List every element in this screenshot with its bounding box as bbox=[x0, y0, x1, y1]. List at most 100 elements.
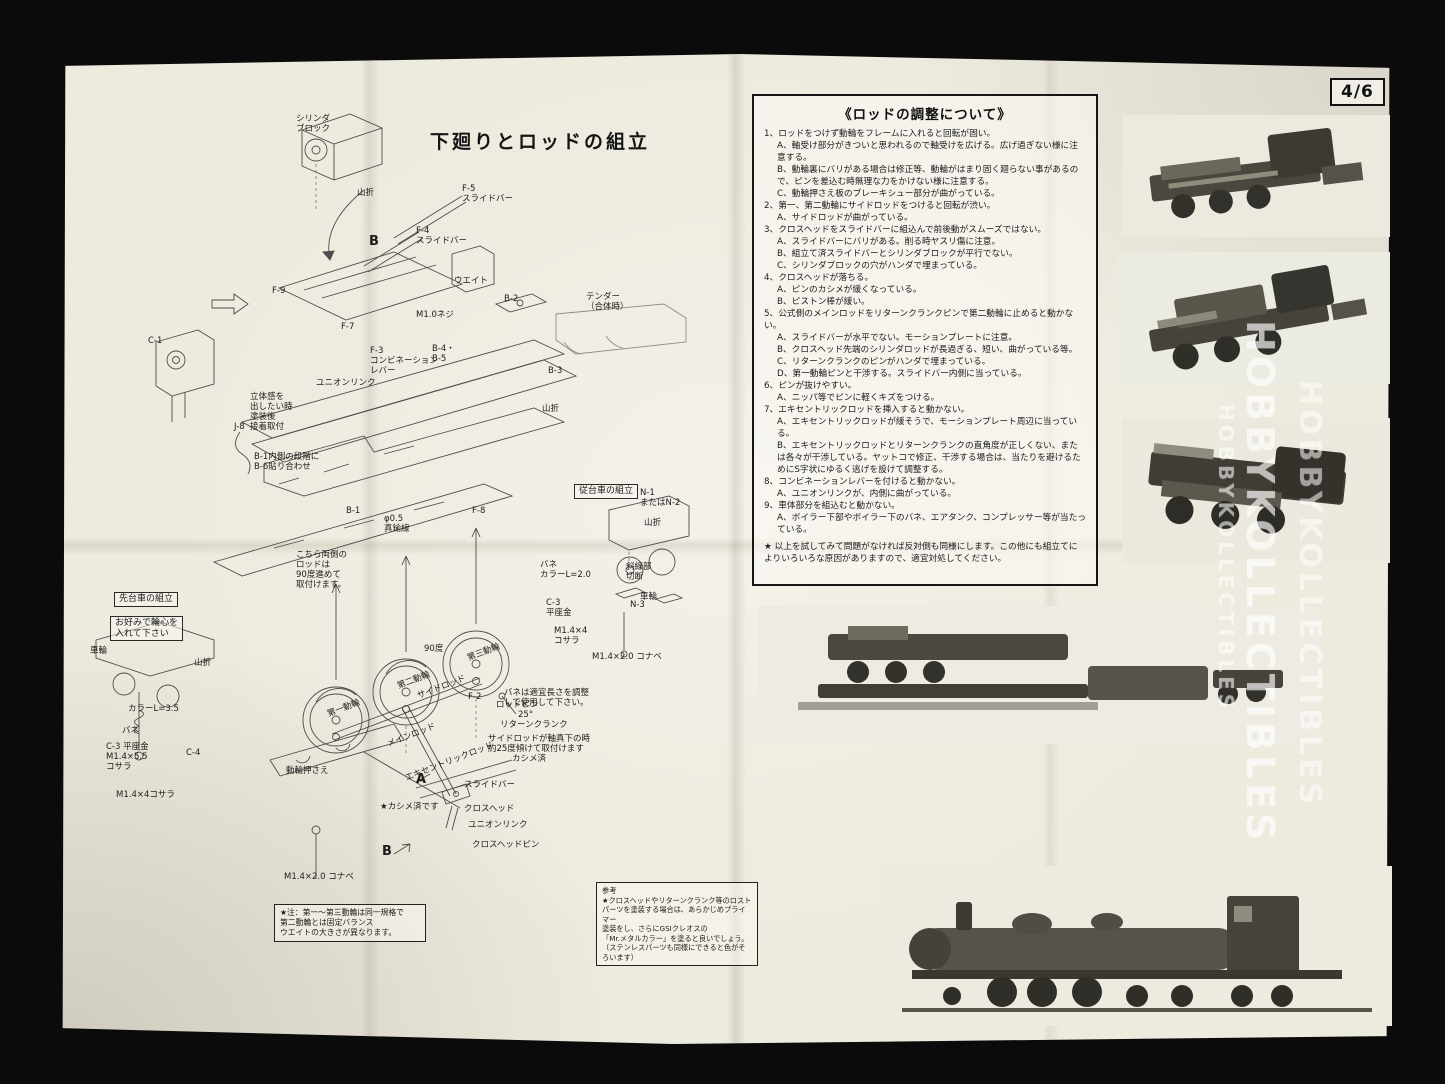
diagram-label: ウエイト bbox=[454, 276, 489, 286]
adjustment-line: A、スライドバーが水平でない。モーションプレートに注意。 bbox=[777, 333, 1018, 343]
diagram-label: B-1内側の段階に B-6貼り合わせ bbox=[254, 452, 320, 473]
diagram-label: N-3 bbox=[630, 600, 645, 610]
page-number: 4/6 bbox=[1330, 78, 1385, 106]
adjustment-line: B、ピストン棒が緩い。 bbox=[777, 297, 870, 307]
adjustment-line: 7、エキセントリックロッドを挿入すると動かない。 bbox=[764, 405, 970, 415]
diagram-label: クロスヘッド bbox=[464, 804, 515, 814]
diagram-label: サイドロッドが軸真下の時 約25度傾けて取付けます bbox=[488, 734, 591, 755]
diagram-label: B-4・ B-5 bbox=[432, 344, 455, 365]
diagram-label: M1.4×4コサラ bbox=[116, 790, 175, 800]
diagram-label: こちら両側の ロッドは 90度進めて 取付けます。 bbox=[296, 550, 348, 591]
diagram-label: バネ カラーL=2.0 bbox=[540, 560, 591, 581]
adjustment-line: A、ユニオンリンクが、内側に曲がっている。 bbox=[777, 489, 957, 499]
diagram-label: スライドバー bbox=[464, 780, 516, 790]
diagram-label: バネ bbox=[122, 726, 140, 736]
diagram-label: C-4 bbox=[186, 748, 201, 758]
photo-chassis-front-quarter bbox=[1122, 115, 1390, 237]
diagram-label: クロスヘッドピン bbox=[472, 840, 540, 850]
adjustment-line: B、エキセントリックロッドとリターンクランクの直角度が正しくない、または各々が干… bbox=[777, 441, 1081, 475]
diagram-label: 先台車の組立 bbox=[114, 592, 179, 607]
caution-note: ★注：第一〜第三動輪は同一規格で 第二動輪とは固定バランス ウエイトの大きさが異… bbox=[274, 904, 426, 943]
adjustment-line: 6、ピンが抜けやすい。 bbox=[764, 381, 857, 391]
diagram-label: 山折 bbox=[357, 188, 375, 198]
diagram-label: F-8 bbox=[472, 506, 486, 516]
diagram-label: 90度 bbox=[424, 644, 444, 654]
diagram-label: B-1 bbox=[346, 506, 361, 516]
diagram-label: F-5 スライドバー bbox=[462, 184, 514, 205]
diagram-label: 従台車の組立 bbox=[574, 484, 639, 499]
diagram-label: B bbox=[369, 234, 379, 249]
adjustment-line: A、軸受け部分がきついと思われるので軸受けを広げる。広げ過ぎない様に注意する。 bbox=[777, 141, 1078, 163]
adjustment-line: C、リターンクランクのピンがハンダで埋まっている。 bbox=[777, 357, 991, 367]
adjustment-line: B、動輪裏にバリがある場合は修正等、動輪がはまり固く廻らない事があるので、ピンを… bbox=[777, 165, 1079, 187]
diagram-label: ユニオンリンク bbox=[468, 820, 528, 830]
diagram-label: 山折 bbox=[194, 658, 212, 668]
adjustment-line: 9、車体部分を組込むと動かない。 bbox=[764, 501, 900, 511]
adjustment-line: C、動輪押さえ板のブレーキシュー部分が曲がっている。 bbox=[777, 189, 1000, 199]
photo-chassis-rear-quarter bbox=[1122, 418, 1390, 563]
diagram-label: 斜線部 切断 bbox=[626, 562, 652, 583]
reference-note: 参考 ★クロスヘッドやリターンクランク等のロスト パーツを塗装する場合は、あらか… bbox=[596, 882, 758, 966]
assembly-diagram: シリンダ ブロック 山折 F-5 スライドバー F-4 スライドバー B F-9… bbox=[64, 92, 758, 1007]
diagram-label: F-3 コンビネーション レバー bbox=[370, 346, 438, 377]
diagram-label: M1.4×2.0 コナベ bbox=[284, 872, 354, 882]
diagram-label: 立体感を 出したい時 塗装後 接着取付 bbox=[250, 392, 293, 433]
diagram-label: リターンクランク bbox=[500, 720, 568, 730]
diagram-label: バネは適宜長さを調整 して使用して下さい。 bbox=[504, 688, 590, 709]
adjustment-line: 1、ロッドをつけず動輪をフレームに入れると回転が固い。 bbox=[764, 129, 996, 139]
diagram-label: 25° bbox=[518, 710, 534, 720]
diagram-label: B-3 bbox=[548, 366, 563, 376]
diagram-label: シリンダ ブロック bbox=[296, 114, 331, 135]
diagram-label: C-3 平座金 bbox=[546, 598, 572, 619]
diagram-label: C-3 平座金 M1.4×5.5 コサラ bbox=[106, 742, 149, 773]
diagram-label: B bbox=[382, 844, 392, 859]
photo-frame-side-view bbox=[758, 606, 1318, 744]
adjustment-line: D、第一動輪ピンと干渉する。スライドバー内側に当っている。 bbox=[777, 369, 1027, 379]
diagram-label: カシメ済 bbox=[512, 754, 547, 764]
diagram-label: N-1 またはN-2 bbox=[640, 488, 681, 509]
diagram-label: F-7 bbox=[341, 322, 355, 332]
diagram-label: ロッドピン bbox=[496, 700, 539, 710]
adjustment-line: B、クロスヘッド先端のシリンダロッドが長過ぎる、短い、曲がっている等。 bbox=[777, 345, 1078, 355]
adjustment-line: ★ 以上を試してみて問題がなければ反対側も同様にします。この他にも組立てによりい… bbox=[764, 542, 1078, 564]
photo-finished-locomotive bbox=[882, 866, 1392, 1026]
diagram-label: M1.0ネジ bbox=[416, 310, 454, 320]
adjustment-line: B、組立て済スライドバーとシリンダブロックが平行でない。 bbox=[777, 249, 1018, 259]
diagram-label: M1.4×2.0 コナベ bbox=[592, 652, 662, 662]
diagram-label: F-9 bbox=[272, 286, 286, 296]
adjustment-line: A、ボイラー下部やボイラー下のバネ、エアタンク、コンプレッサー等が当たっている。 bbox=[777, 513, 1086, 535]
diagram-label: F-2 bbox=[468, 692, 482, 702]
adjustment-line: A、スライドバーにバリがある。削る時ヤスリ傷に注意。 bbox=[777, 237, 1001, 247]
adjustment-list: 1、ロッドをつけず動輪をフレームに入れると回転が固い。 A、軸受け部分がきついと思… bbox=[764, 128, 1086, 565]
diagram-label: 車輪 bbox=[640, 592, 658, 602]
diagram-label: 山折 bbox=[644, 518, 662, 528]
adjustment-title: 《ロッドの調整について》 bbox=[838, 107, 1012, 123]
diagram-label: F-4 スライドバー bbox=[416, 226, 468, 247]
diagram-label: 車輪 bbox=[90, 646, 108, 656]
adjustment-line: 3、クロスヘッドをスライドバーに組込んで前後動がスムーズではない。 bbox=[764, 225, 1047, 235]
diagram-label: J-8 bbox=[234, 422, 245, 432]
page-title: 下廻りとロッドの組立 bbox=[430, 131, 651, 153]
diagram-label: ★カシメ済です bbox=[380, 802, 439, 812]
adjustment-line: 5、公式側のメインロッドをリターンクランクピンで第二動輪に止めると動かない。 bbox=[764, 309, 1074, 331]
adjustment-line: 4、クロスヘッドが落ちる。 bbox=[764, 273, 874, 283]
diagram-label: 山折 bbox=[542, 404, 560, 414]
diagram-label: φ0.5 真鍮線 bbox=[384, 514, 410, 535]
diagram-label: カラーL=3.5 bbox=[128, 704, 179, 714]
adjustment-line: A、ピンのカシメが緩くなっている。 bbox=[777, 285, 922, 295]
diagram-sketch bbox=[95, 113, 690, 878]
adjustment-line: C、シリンダブロックの穴がハンダで埋まっている。 bbox=[777, 261, 983, 271]
adjustment-line: 2、第一、第二動輪にサイドロッドをつけると回転が渋い。 bbox=[764, 201, 996, 211]
photo-chassis-with-motor bbox=[1118, 252, 1390, 384]
diagram-label: A bbox=[416, 772, 427, 787]
adjustment-line: A、サイドロッドが曲がっている。 bbox=[777, 213, 913, 223]
diagram-label: C-1 bbox=[148, 336, 163, 346]
diagram-label: お好みで輪心を 入れて下さい bbox=[110, 616, 184, 642]
diagram-label: テンダー （合体時） bbox=[586, 292, 629, 313]
rod-adjustment-box: 《ロッドの調整について》 1、ロッドをつけず動輪をフレームに入れると回転が固い。… bbox=[752, 94, 1098, 586]
adjustment-line: 8、コンビネーションレバーを付けると動かない。 bbox=[764, 477, 961, 487]
diagram-label: ユニオンリンク bbox=[316, 378, 376, 388]
diagram-label: M1.4×4 コサラ bbox=[554, 626, 588, 647]
adjustment-line: A、エキセントリックロッドが緩そうで、モーションプレート周辺に当っている。 bbox=[777, 417, 1078, 439]
